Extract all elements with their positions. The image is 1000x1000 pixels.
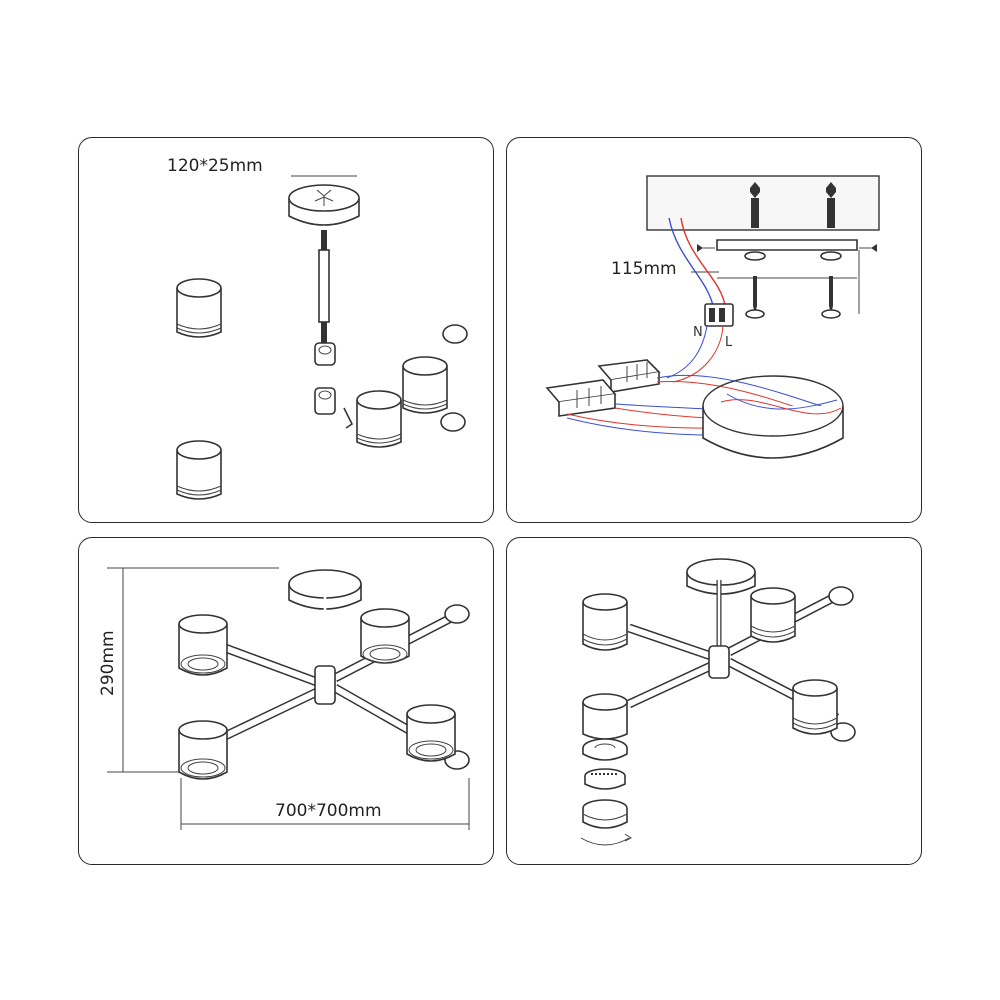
- arm-end-cap: [444, 604, 470, 624]
- height-dimension-line: [107, 567, 279, 773]
- center-hub: [708, 645, 730, 679]
- panel-dimensions: 290mm 700*700mm: [78, 537, 494, 865]
- lamp-shade-1: [176, 278, 222, 338]
- lamp-shade-2: [360, 608, 410, 664]
- lever-connector-1: [597, 359, 661, 393]
- mounting-bracket: [697, 239, 877, 279]
- dimensions-drawing: 290mm 700*700mm: [98, 567, 470, 830]
- mounting-screws: [745, 250, 860, 319]
- wall-anchors: [750, 182, 836, 228]
- canopy-assembly-drawing: 120*25mm: [167, 156, 468, 500]
- panel-canopy-assembly: 120*25mm: [78, 137, 494, 523]
- lamp-shade-1: [178, 614, 228, 676]
- center-hubs: [314, 342, 354, 429]
- lamp-shade-1: [582, 593, 628, 651]
- arm-end-caps: [440, 324, 468, 432]
- terminal-block: [704, 303, 734, 327]
- lamp-shade-3: [178, 720, 228, 780]
- gx53-bulb: [584, 768, 626, 790]
- lamp-shade-3: [792, 679, 838, 735]
- shade-assembly-drawing: [580, 558, 856, 846]
- panel-shade-assembly: [506, 537, 922, 865]
- rotate-arrow-icon: [580, 837, 630, 846]
- ceiling-canopy: [288, 184, 360, 226]
- panel-wiring: 115mm N L: [506, 137, 922, 523]
- width-dimension-line: [180, 778, 470, 830]
- bulb-holder-ring: [582, 738, 628, 761]
- lamp-shade-4: [176, 440, 222, 500]
- lamp-shade-2: [750, 587, 796, 643]
- neutral-label: N: [693, 325, 703, 340]
- lever-connector-2: [545, 379, 617, 417]
- arm-end-cap: [828, 586, 854, 606]
- width-dimension-label: 700*700mm: [275, 801, 382, 821]
- lamp-shade-3: [356, 390, 402, 448]
- suspension-rod: [318, 230, 330, 346]
- canopy-dimension-label: 120*25mm: [167, 156, 263, 176]
- live-label: L: [725, 335, 733, 350]
- lamp-shade-body-exploded: [582, 693, 628, 740]
- lamp-shade-2: [402, 356, 448, 414]
- wiring-drawing: 115mm N L: [545, 175, 880, 459]
- height-dimension-label: 290mm: [98, 630, 118, 696]
- bracket-dimension-label: 115mm: [611, 259, 677, 279]
- supply-wires: [668, 217, 726, 307]
- decorative-ring: [582, 799, 628, 829]
- lamp-shade-4: [406, 704, 456, 762]
- center-hub: [314, 665, 336, 705]
- ceiling-block: [646, 175, 880, 231]
- canopy-drum: [702, 375, 844, 459]
